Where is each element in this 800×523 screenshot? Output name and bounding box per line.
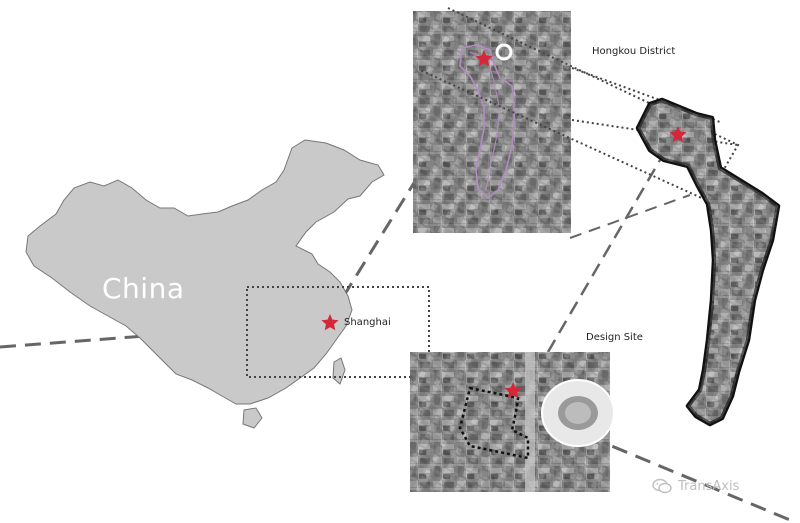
city-label: Shanghai bbox=[344, 317, 391, 328]
district-label: Hongkou District bbox=[592, 46, 676, 57]
connector-district-mid bbox=[569, 194, 691, 239]
hongkou-district-boundary bbox=[459, 44, 515, 200]
design-site-boundary bbox=[458, 386, 530, 460]
site-label: Design Site bbox=[586, 332, 643, 343]
watermark-text: TransAxis bbox=[678, 478, 740, 494]
star-marker-site bbox=[504, 382, 522, 399]
stadium-ring-top bbox=[495, 43, 513, 61]
watermark: TransAxis bbox=[652, 478, 739, 494]
hainan-island bbox=[242, 407, 263, 429]
connector-site-up bbox=[546, 159, 662, 353]
country-label: China bbox=[102, 272, 185, 305]
star-marker-strip bbox=[669, 126, 687, 143]
star-marker-hongkou bbox=[475, 50, 493, 67]
hongkou-link-strip bbox=[419, 7, 740, 202]
star-marker-shanghai bbox=[321, 314, 339, 331]
china-outline bbox=[25, 139, 385, 405]
taiwan-island bbox=[332, 357, 346, 385]
shanghai-region-frame bbox=[246, 286, 430, 378]
wechat-icon bbox=[652, 478, 672, 494]
